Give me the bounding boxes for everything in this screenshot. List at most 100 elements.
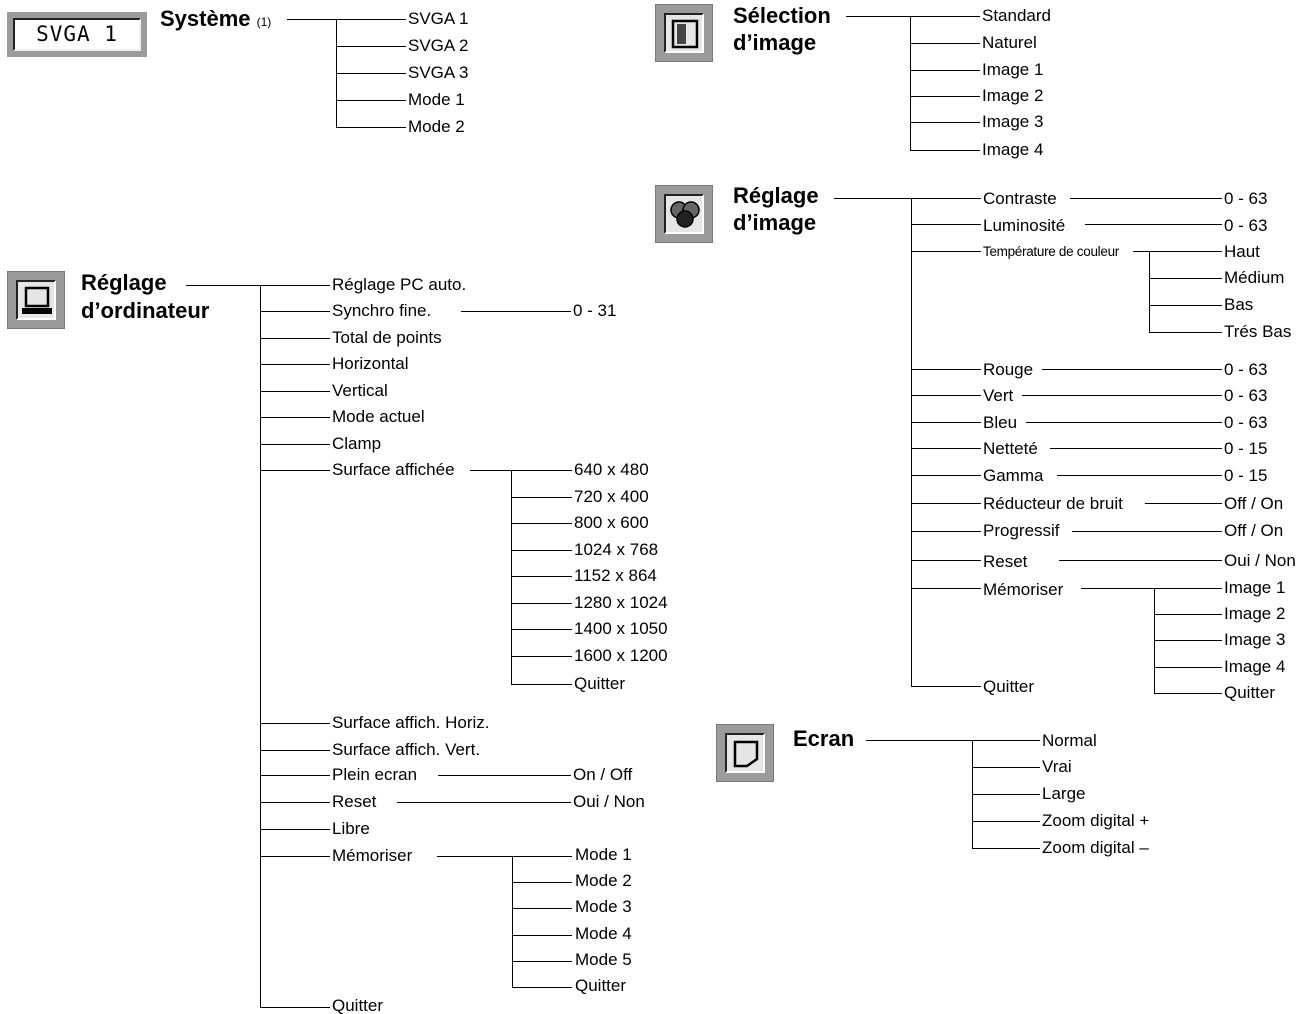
tree-branch-line xyxy=(260,285,261,1007)
ordinateur-memoriser-option: Quitter xyxy=(575,976,627,995)
ecran-item: Vrai xyxy=(1042,757,1072,776)
tree-connector-line xyxy=(511,550,572,551)
tree-connector-line xyxy=(438,775,571,776)
tree-connector-line xyxy=(910,70,980,71)
ordinateur-item: Reset xyxy=(332,792,377,811)
surface-option: 1400 x 1050 xyxy=(574,619,668,638)
temperature-option: Trés Bas xyxy=(1224,322,1292,341)
image-value: Off / On xyxy=(1224,494,1284,513)
tree-connector-line xyxy=(1154,640,1222,641)
selection-item: Image 4 xyxy=(982,140,1044,159)
image-item: Mémoriser xyxy=(983,580,1064,599)
ordinateur-item: Réglage PC auto. xyxy=(332,275,467,294)
tree-connector-line xyxy=(1022,395,1222,396)
image-value: 0 - 63 xyxy=(1224,189,1268,208)
surface-option: 1024 x 768 xyxy=(574,540,659,559)
tree-connector-line xyxy=(511,629,572,630)
image-item: Gamma xyxy=(983,466,1044,485)
image-value: 0 - 15 xyxy=(1224,439,1268,458)
tree-connector-line xyxy=(834,198,911,199)
ordinateur-item: Surface affichée xyxy=(332,460,455,479)
tree-connector-line xyxy=(911,224,981,225)
tree-connector-line xyxy=(512,882,572,883)
ordinateur-item: Synchro fine. xyxy=(332,301,432,320)
surface-option: 640 x 480 xyxy=(574,460,649,479)
image-value: 0 - 63 xyxy=(1224,413,1268,432)
ordinateur-memoriser-option: Mode 4 xyxy=(575,924,632,943)
selection-item: Standard xyxy=(982,6,1051,25)
tree-connector-line xyxy=(1026,422,1222,423)
surface-option: 1152 x 864 xyxy=(574,566,657,585)
tree-connector-line xyxy=(512,961,572,962)
selection-item: Image 2 xyxy=(982,86,1044,105)
tree-connector-line xyxy=(911,560,981,561)
tree-connector-line xyxy=(260,444,330,445)
synchro-value: 0 - 31 xyxy=(573,301,617,320)
image-memoriser-option: Image 4 xyxy=(1224,657,1286,676)
ordinateur-item: Mémoriser xyxy=(332,846,413,865)
systeme-item: SVGA 1 xyxy=(408,9,469,28)
tree-connector-line xyxy=(1072,531,1222,532)
image-memoriser-option: Image 3 xyxy=(1224,630,1286,649)
tree-connector-line xyxy=(910,16,980,17)
image-item: Reset xyxy=(983,552,1028,571)
image-item: Luminosité xyxy=(983,216,1066,235)
surface-option: 1280 x 1024 xyxy=(574,593,668,612)
tree-connector-line xyxy=(972,821,1040,822)
image-item: Vert xyxy=(983,386,1014,405)
selection-title-2: d’image xyxy=(733,30,817,55)
surface-option: 720 x 400 xyxy=(574,487,649,506)
tree-connector-line xyxy=(260,829,330,830)
ordinateur-memoriser-option: Mode 3 xyxy=(575,897,632,916)
image-item: Progressif xyxy=(983,521,1060,540)
tree-connector-line xyxy=(511,497,572,498)
ordinateur-memoriser-option: Mode 2 xyxy=(575,871,632,890)
temperature-option: Haut xyxy=(1224,242,1260,261)
tree-connector-line xyxy=(972,767,1040,768)
tree-connector-line xyxy=(911,503,981,504)
tree-connector-line xyxy=(336,19,406,20)
tree-connector-line xyxy=(511,470,572,471)
tree-connector-line xyxy=(1154,614,1222,615)
selection-item: Naturel xyxy=(982,33,1037,52)
tree-connector-line xyxy=(911,475,981,476)
ordinateur-item: Quitter xyxy=(332,996,384,1014)
tree-connector-line xyxy=(910,122,980,123)
ecran-item: Large xyxy=(1042,784,1086,803)
ordinateur-item: Vertical xyxy=(332,381,388,400)
tree-connector-line xyxy=(866,740,972,741)
selection-title-1: Sélection xyxy=(733,3,831,28)
ordinateur-item: Mode actuel xyxy=(332,407,425,426)
image-item: Rouge xyxy=(983,360,1034,379)
image-value: 0 - 63 xyxy=(1224,360,1268,379)
tree-connector-line xyxy=(512,856,572,857)
image-select-icon xyxy=(655,4,713,62)
image-item: Température de couleur xyxy=(983,244,1119,259)
tree-connector-line xyxy=(260,391,330,392)
ordinateur-item: Plein ecran xyxy=(332,765,418,784)
tree-connector-line xyxy=(336,127,406,128)
tree-connector-line xyxy=(511,684,572,685)
ordinateur-item: Horizontal xyxy=(332,354,409,373)
svga-badge: SVGA 1 xyxy=(7,12,147,57)
image-adjust-icon xyxy=(655,185,713,243)
tree-connector-line xyxy=(260,750,330,751)
tree-connector-line xyxy=(260,802,330,803)
image-value: Oui / Non xyxy=(1224,551,1296,570)
ecran-item: Zoom digital – xyxy=(1042,838,1149,857)
tree-connector-line xyxy=(511,523,572,524)
systeme-note: (1) xyxy=(256,15,272,29)
tree-connector-line xyxy=(1057,475,1222,476)
tree-connector-line xyxy=(1059,560,1222,561)
tree-connector-line xyxy=(260,311,330,312)
temperature-option: Médium xyxy=(1224,268,1285,287)
ordinateur-item: Libre xyxy=(332,819,370,838)
image-item: Bleu xyxy=(983,413,1018,432)
tree-connector-line xyxy=(260,470,330,471)
tree-connector-line xyxy=(260,775,330,776)
tree-connector-line xyxy=(260,723,330,724)
surface-option: Quitter xyxy=(574,674,626,693)
tree-connector-line xyxy=(1070,198,1222,199)
image-memoriser-option: Image 2 xyxy=(1224,604,1286,623)
tree-connector-line xyxy=(511,603,572,604)
